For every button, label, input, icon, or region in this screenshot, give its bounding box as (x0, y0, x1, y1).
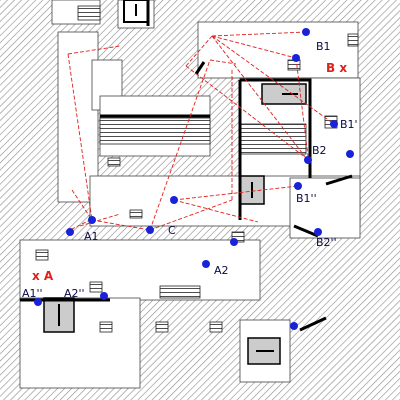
stairs-small-1 (107, 157, 121, 167)
stairs-small-10 (155, 321, 169, 333)
corridor-top-right (197, 21, 359, 79)
hall-lower (19, 239, 261, 301)
label-b1-prime: B1' (340, 118, 358, 131)
hall-lower-bottom (19, 297, 141, 389)
route-line (295, 57, 309, 157)
corridor-left-vertical (57, 31, 99, 203)
label-a2-double: A2'' (64, 287, 85, 300)
node-labels: B1 B x B1' B2 B1'' B2'' A1 C A2 x A A1''… (22, 40, 358, 300)
label-b2: B2 (312, 144, 327, 157)
label-a1: A1 (84, 230, 99, 243)
route-line (211, 35, 307, 159)
route-line (71, 189, 93, 221)
route-lines (65, 31, 335, 233)
node-a1-left (66, 228, 74, 236)
label-b2-double: B2'' (316, 236, 337, 249)
route-line (149, 199, 233, 231)
stairs-small-9 (99, 321, 113, 333)
node-near-b1 (292, 54, 300, 62)
route-line (67, 53, 93, 221)
route-line (211, 31, 307, 37)
label-b1: B1 (316, 40, 331, 53)
label-a-target: x A (32, 269, 54, 283)
route-line (67, 45, 121, 55)
node-a2-double (100, 292, 108, 300)
wall-door-1 (194, 61, 206, 75)
node-bottom-right (290, 322, 298, 330)
route-line (185, 35, 213, 67)
stairs-small-8 (159, 285, 201, 299)
node-b2 (304, 156, 312, 164)
label-b-target: B x (326, 61, 347, 75)
wall-door-2 (325, 174, 353, 186)
route-line (91, 219, 151, 231)
stairs-small-6 (89, 281, 103, 293)
wall-door-4 (299, 316, 327, 332)
wall-door-3 (293, 224, 319, 238)
stair-blocks (35, 5, 359, 333)
label-a1-double: A1'' (22, 287, 43, 300)
stairs-top-left (77, 5, 101, 21)
label-b1-double: B1'' (296, 192, 317, 205)
node-mid-right (230, 238, 238, 246)
label-c: C (168, 224, 176, 237)
wall-right-hall (240, 78, 312, 178)
route-nodes (34, 28, 354, 330)
elevators (43, 0, 307, 365)
route-line (65, 219, 91, 233)
stairs-upper-center (99, 117, 211, 145)
route-line (211, 35, 297, 59)
node-b2-double (314, 228, 322, 236)
route-line (149, 59, 211, 231)
label-a2: A2 (214, 264, 229, 277)
node-b1-prime (330, 120, 338, 128)
stairs-small-12 (347, 33, 359, 47)
node-a1 (88, 216, 96, 224)
route-line (209, 59, 237, 65)
stairs-small-11 (209, 321, 223, 333)
stairs-right-hall (239, 123, 307, 155)
route-line (185, 65, 307, 159)
node-b1-double (294, 182, 302, 190)
node-b1 (302, 28, 310, 36)
node-a1-double (34, 298, 42, 306)
stairs-small-2 (287, 59, 301, 71)
stairs-small-5 (35, 249, 49, 261)
route-line (79, 213, 121, 227)
node-right (346, 150, 354, 158)
route-line (173, 199, 259, 223)
node-a2 (202, 260, 210, 268)
node-center (170, 196, 178, 204)
route-line (211, 35, 335, 125)
walls (20, 0, 353, 332)
node-c (146, 226, 154, 234)
stairs-small-4 (129, 209, 143, 219)
route-line (173, 185, 299, 201)
